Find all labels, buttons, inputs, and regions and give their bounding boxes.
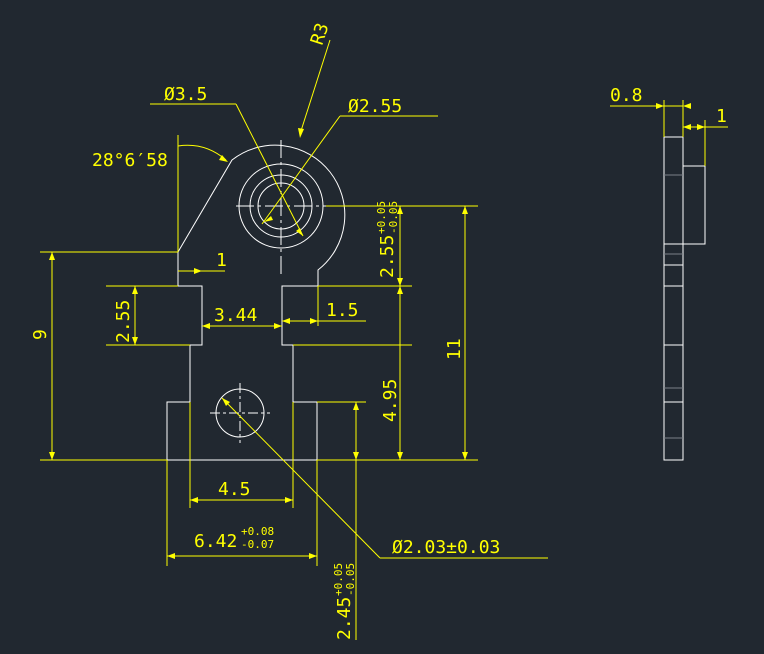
dim-3-5-arrow bbox=[296, 228, 303, 236]
dim-3-44-arrow-a bbox=[202, 323, 210, 329]
front-outline bbox=[166, 144, 346, 461]
dim-angle-arrow bbox=[219, 155, 228, 162]
front-view bbox=[166, 140, 346, 461]
dim-4-95-label: 4.95 bbox=[380, 379, 401, 422]
dim-2-55-right-tol-lower: -0.05 bbox=[387, 201, 400, 234]
dim-6-42-label: 6.42 bbox=[194, 531, 237, 552]
dim-11-arrow-b bbox=[462, 452, 468, 460]
side-plate bbox=[663, 136, 684, 461]
dim-1-side-arrow-b bbox=[697, 124, 705, 130]
dim-1-5-label: 1.5 bbox=[326, 300, 359, 321]
dim-1-side-label: 1 bbox=[716, 106, 727, 127]
dim-3-44-arrow-b bbox=[274, 323, 282, 329]
dim-2-55-right-arrow-a bbox=[397, 206, 403, 214]
dim-2-45-label: 2.45 bbox=[334, 597, 355, 640]
dim-3-5-label: Ø3.5 bbox=[164, 84, 207, 105]
dim-2-55-label: Ø2.55 bbox=[348, 96, 402, 117]
dim-2-45-arrow-a bbox=[353, 402, 359, 410]
dim-4-95-arrow-a bbox=[397, 286, 403, 294]
dim-9-arrow-a bbox=[49, 252, 55, 260]
dim-2-45-tol-lower: -0.05 bbox=[344, 563, 357, 596]
dim-1-left-arrow bbox=[194, 268, 202, 274]
dim-2-55-arrow bbox=[264, 216, 273, 222]
dim-2-03-arrow bbox=[222, 398, 230, 406]
dim-2-45-arrow-b bbox=[353, 452, 359, 460]
dim-2-03-label: Ø2.03±0.03 bbox=[392, 537, 500, 558]
dim-0-8-arrow-b bbox=[683, 103, 691, 109]
dim-angle-arc bbox=[177, 144, 227, 161]
dim-6-42-tol-lower: -0.07 bbox=[241, 538, 274, 551]
dim-9-label: 9 bbox=[30, 329, 51, 340]
dim-11-arrow-a bbox=[462, 206, 468, 214]
dim-3-5-leader bbox=[235, 103, 304, 237]
front-dimensions: R3 Ø3.5 Ø2.55 28°6′58 1 2.55 3.44 bbox=[30, 20, 548, 640]
dim-6-42-arrow-a bbox=[167, 553, 175, 559]
dim-2-55-left-label: 2.55 bbox=[113, 300, 134, 343]
dim-1-side-arrow-a bbox=[683, 124, 691, 130]
dim-2-03-leader bbox=[221, 397, 381, 559]
dim-angle-label: 28°6′58 bbox=[92, 150, 168, 171]
dim-4-5-arrow-b bbox=[285, 497, 293, 503]
dim-1-5-arrow-b bbox=[310, 318, 318, 324]
dim-11-label: 11 bbox=[444, 338, 465, 360]
dim-2-55-left-arrow-b bbox=[132, 337, 138, 345]
dim-0-8-label: 0.8 bbox=[610, 85, 643, 106]
dim-1-left-label: 1 bbox=[216, 250, 227, 271]
dim-2-55-right-label: 2.55 bbox=[377, 235, 398, 278]
dim-2-55-leader bbox=[261, 115, 341, 225]
side-boss bbox=[682, 165, 706, 245]
dim-6-42-tol-upper: +0.08 bbox=[241, 525, 274, 538]
dim-2-55-right-tol-upper: +0.05 bbox=[375, 201, 388, 234]
dim-2-55-right-arrow-b bbox=[397, 278, 403, 286]
dim-4-5-arrow-a bbox=[190, 497, 198, 503]
dim-r3-arrow bbox=[298, 128, 304, 138]
dim-r3-label: R3 bbox=[307, 20, 334, 47]
dim-2-45-tol-upper: +0.05 bbox=[332, 563, 345, 596]
side-view: 0.8 1 bbox=[610, 85, 728, 461]
dim-r3-leader bbox=[299, 39, 331, 135]
dim-0-8-arrow-a bbox=[656, 103, 664, 109]
dim-9-arrow-b bbox=[49, 452, 55, 460]
dim-2-55-left-arrow-a bbox=[132, 286, 138, 294]
dim-6-42-arrow-b bbox=[309, 553, 317, 559]
dim-4-5-label: 4.5 bbox=[218, 479, 251, 500]
dim-1-5-arrow-a bbox=[282, 318, 290, 324]
dim-3-44-label: 3.44 bbox=[214, 305, 257, 326]
dim-4-95-arrow-b bbox=[397, 452, 403, 460]
